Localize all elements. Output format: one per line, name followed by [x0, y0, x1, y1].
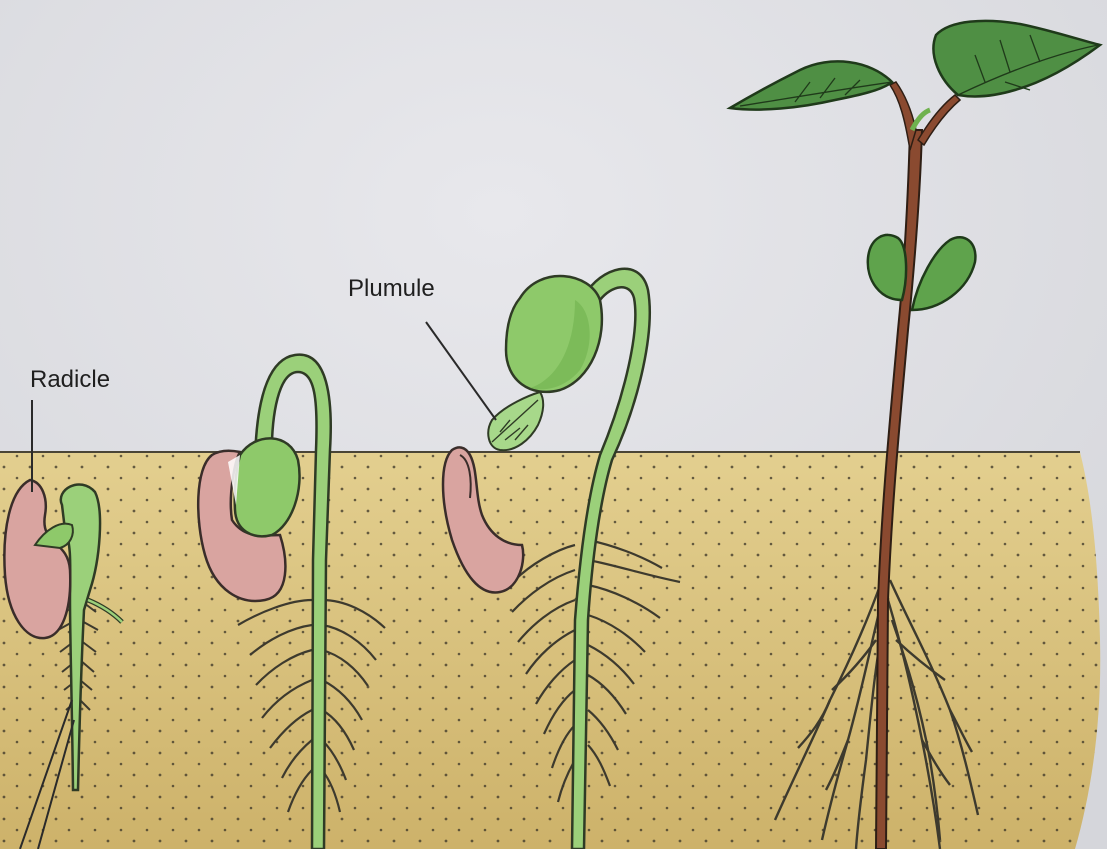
plumule-label: Plumule [348, 275, 435, 302]
radicle-label: Radicle [30, 366, 110, 393]
